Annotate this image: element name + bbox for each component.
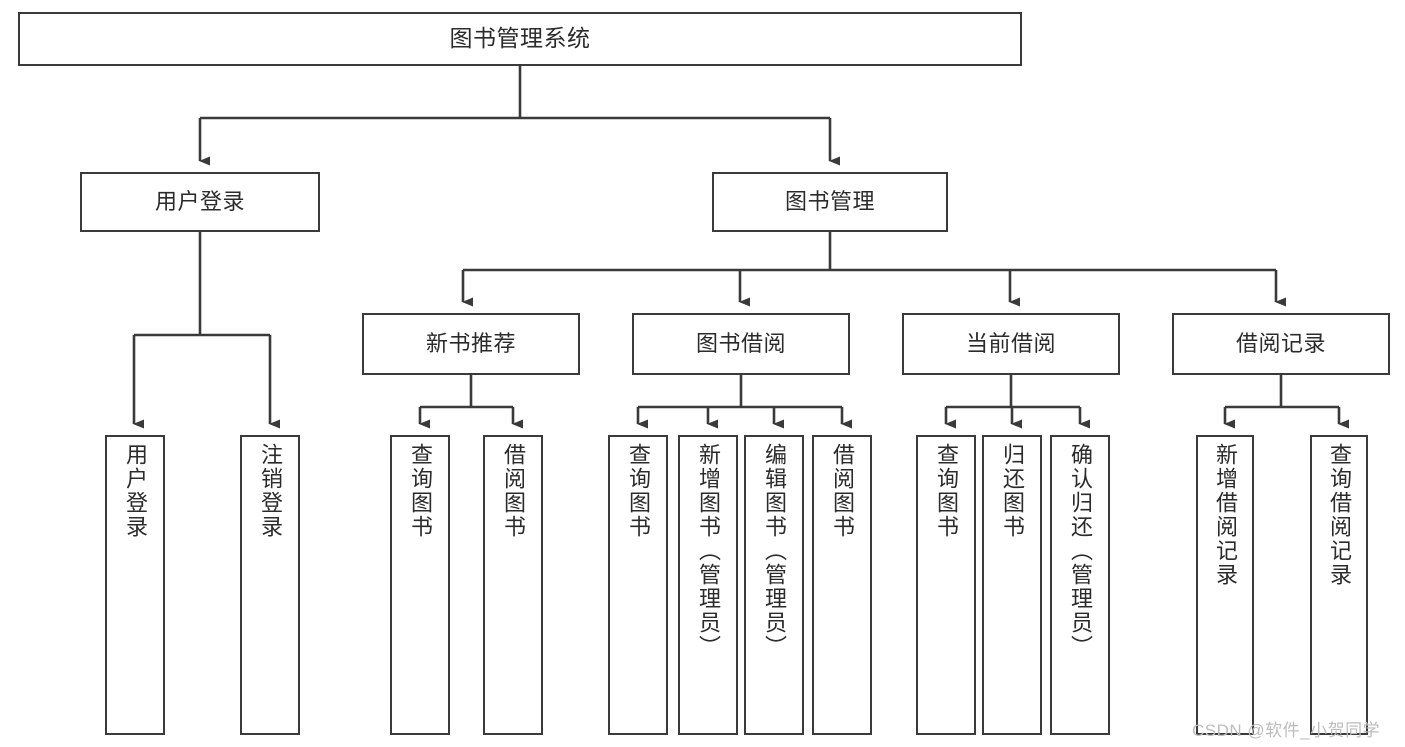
node-label-leaf1: 用户登录 xyxy=(123,443,148,539)
node-leaf7[interactable]: 编辑图书（管理员） xyxy=(744,435,804,735)
node-label-records: 借阅记录 xyxy=(1235,330,1326,356)
node-bookmgmt[interactable]: 图书管理 xyxy=(712,172,948,232)
node-label-current: 当前借阅 xyxy=(965,330,1056,356)
node-leaf10[interactable]: 归还图书 xyxy=(982,435,1042,735)
node-label-leaf8: 借阅图书 xyxy=(830,443,855,539)
node-leaf12[interactable]: 新增借阅记录 xyxy=(1196,435,1254,735)
node-records[interactable]: 借阅记录 xyxy=(1172,313,1390,375)
node-leaf3[interactable]: 查询图书 xyxy=(390,435,450,735)
node-leaf2[interactable]: 注销登录 xyxy=(240,435,300,735)
node-label-leaf3: 查询图书 xyxy=(408,443,433,539)
node-current[interactable]: 当前借阅 xyxy=(902,313,1120,375)
node-root[interactable]: 图书管理系统 xyxy=(18,12,1022,66)
node-borrow[interactable]: 图书借阅 xyxy=(632,313,850,375)
node-login[interactable]: 用户登录 xyxy=(80,172,320,232)
node-leaf11[interactable]: 确认归还（管理员） xyxy=(1050,435,1110,735)
node-label-borrow: 图书借阅 xyxy=(695,330,786,356)
node-label-newbook: 新书推荐 xyxy=(425,330,516,356)
node-leaf13[interactable]: 查询借阅记录 xyxy=(1310,435,1368,735)
node-label-leaf13: 查询借阅记录 xyxy=(1327,443,1352,587)
node-leaf9[interactable]: 查询图书 xyxy=(916,435,976,735)
node-leaf6[interactable]: 新增图书（管理员） xyxy=(678,435,738,735)
node-leaf1[interactable]: 用户登录 xyxy=(105,435,165,735)
node-label-bookmgmt: 图书管理 xyxy=(784,188,875,214)
node-label-login: 用户登录 xyxy=(154,188,245,214)
node-leaf4[interactable]: 借阅图书 xyxy=(483,435,543,735)
node-leaf5[interactable]: 查询图书 xyxy=(608,435,668,735)
node-leaf8[interactable]: 借阅图书 xyxy=(812,435,872,735)
node-label-root: 图书管理系统 xyxy=(449,25,591,52)
node-newbook[interactable]: 新书推荐 xyxy=(362,313,580,375)
node-label-leaf4: 借阅图书 xyxy=(501,443,526,539)
node-label-leaf6: 新增图书（管理员） xyxy=(696,443,721,659)
node-label-leaf10: 归还图书 xyxy=(1000,443,1025,539)
node-label-leaf12: 新增借阅记录 xyxy=(1213,443,1238,587)
node-label-leaf2: 注销登录 xyxy=(258,443,283,539)
node-label-leaf5: 查询图书 xyxy=(626,443,651,539)
node-label-leaf11: 确认归还（管理员） xyxy=(1068,443,1093,659)
node-label-leaf7: 编辑图书（管理员） xyxy=(762,443,787,659)
node-label-leaf9: 查询图书 xyxy=(934,443,959,539)
